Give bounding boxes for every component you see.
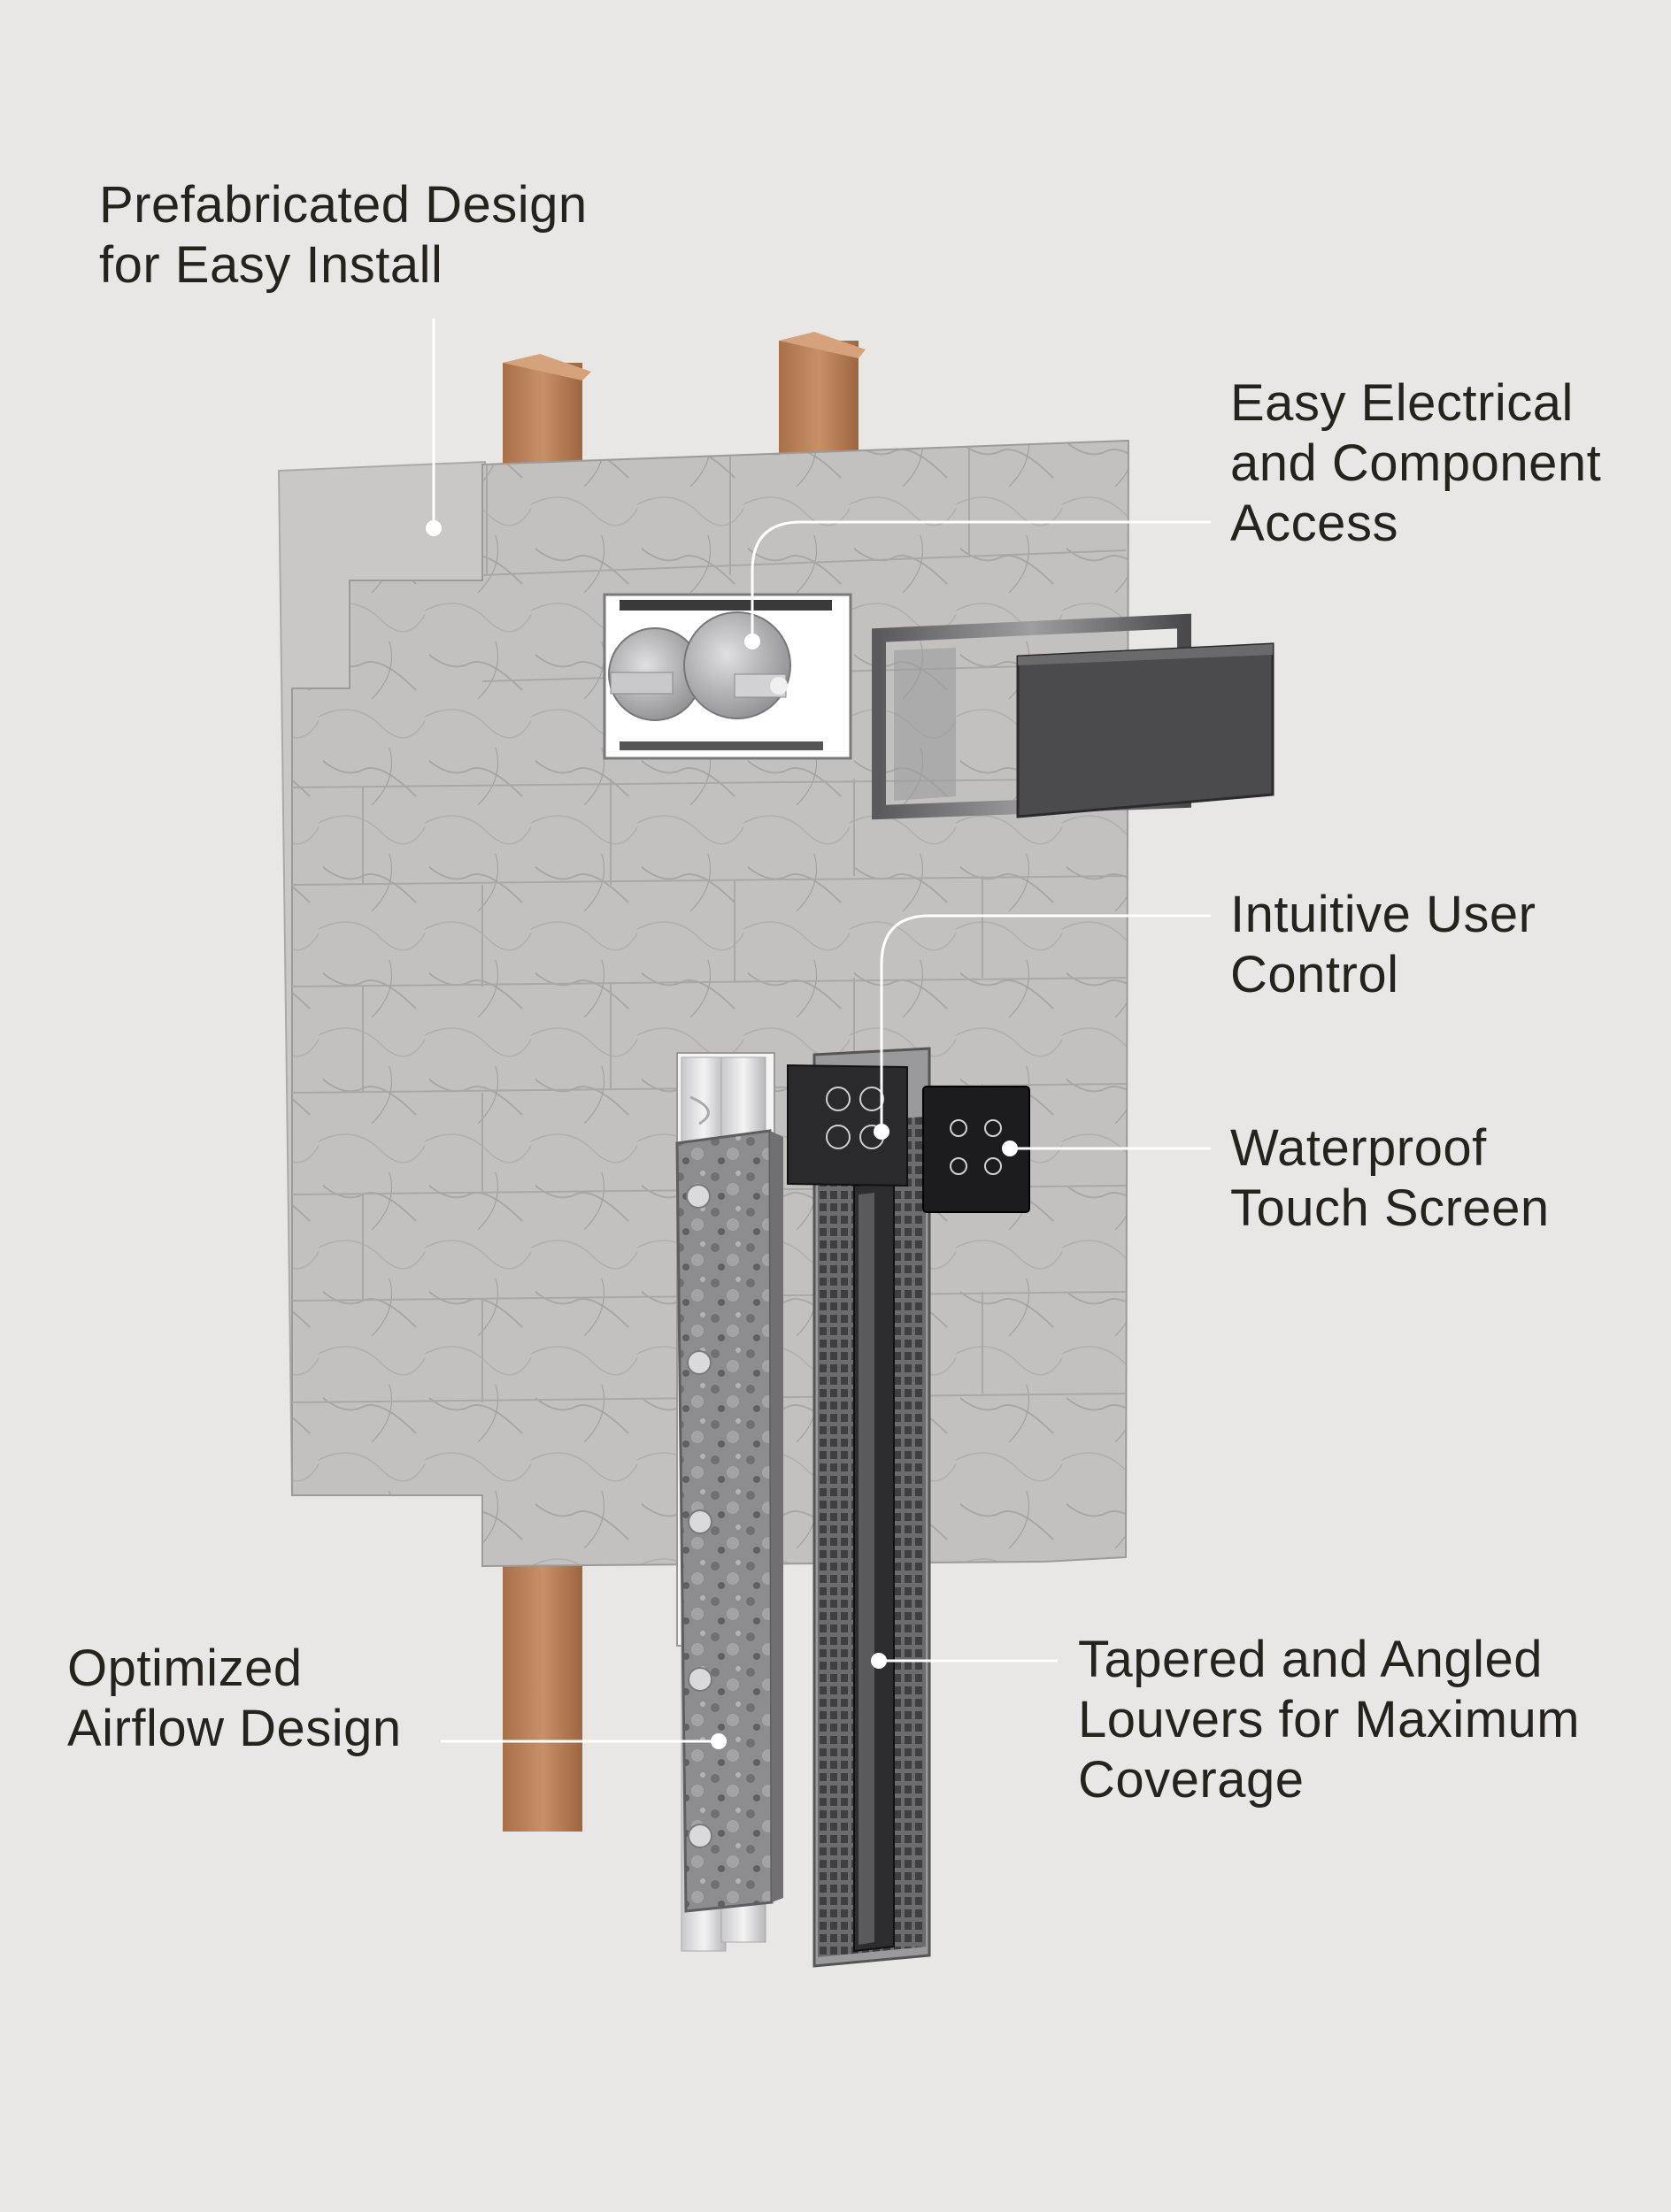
- callout-line: Waterproof: [1230, 1119, 1487, 1177]
- callout-line: Access: [1230, 495, 1398, 552]
- access-door-cover: [1016, 642, 1274, 818]
- leader-dot-airflow: [711, 1733, 727, 1749]
- callout-line: Control: [1230, 946, 1399, 1003]
- leader-dot-control: [874, 1124, 889, 1140]
- callout-touch-screen: Waterproof Touch Screen: [1230, 1118, 1550, 1239]
- callout-user-control: Intuitive User Control: [1230, 885, 1536, 1005]
- leader-lines: [432, 319, 1211, 1743]
- louver-panel: [812, 1047, 931, 1968]
- access-opening: [603, 593, 852, 760]
- wood-stud-left-top: [503, 354, 591, 380]
- control-panel: [787, 1064, 908, 1187]
- leader-dot-louvers: [871, 1653, 887, 1669]
- callout-airflow-design: Optimized Airflow Design: [67, 1639, 402, 1759]
- callout-line: Prefabricated Design: [99, 176, 588, 234]
- callout-line: Tapered and Angled: [1078, 1631, 1543, 1688]
- callout-louvers: Tapered and Angled Louvers for Maximum C…: [1078, 1630, 1580, 1810]
- touch-screen: [922, 1086, 1030, 1213]
- callout-line: Easy Electrical: [1230, 374, 1574, 432]
- callout-line: for Easy Install: [99, 236, 443, 294]
- leader-dot-prefab: [426, 520, 442, 536]
- blower-motor-right: [683, 611, 791, 719]
- leader-dot-touch: [1002, 1141, 1018, 1156]
- airflow-duct: [675, 1129, 783, 1913]
- callout-line: Intuitive User: [1230, 886, 1536, 943]
- callout-line: Coverage: [1078, 1751, 1305, 1809]
- callout-line: Louvers for Maximum: [1078, 1691, 1581, 1748]
- leader-dot-electric: [744, 634, 760, 649]
- callout-line: Optimized: [67, 1640, 303, 1697]
- leader-line-electric: [751, 520, 1211, 639]
- callout-line: Airflow Design: [67, 1700, 402, 1757]
- wood-stud-right-top: [779, 332, 866, 358]
- callout-electrical-access: Easy Electrical and Component Access: [1230, 373, 1601, 554]
- callout-prefabricated-design: Prefabricated Design for Easy Install: [99, 175, 588, 296]
- leader-dots: [426, 520, 1018, 1749]
- leader-line-control: [880, 914, 1211, 1130]
- callout-line: and Component: [1230, 434, 1602, 492]
- callout-line: Touch Screen: [1230, 1179, 1550, 1237]
- access-door: [872, 613, 1274, 820]
